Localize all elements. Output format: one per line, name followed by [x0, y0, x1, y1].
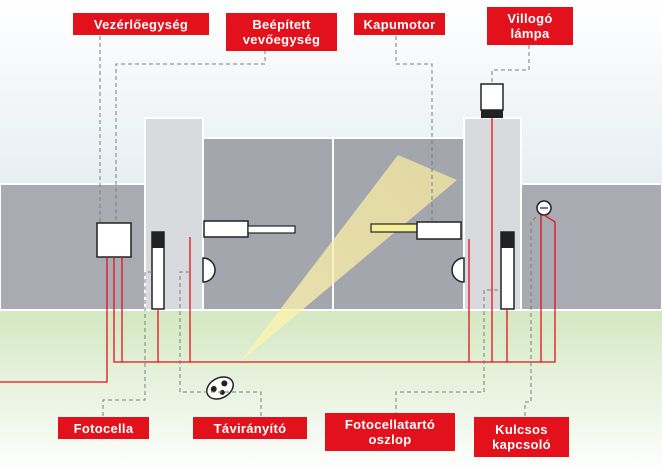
- photocell-icon-left: [202, 257, 216, 283]
- label-control-unit-text: Vezérlőegység: [93, 16, 189, 32]
- control-unit-box-icon: [96, 222, 132, 258]
- label-key-switch: Kulcsos kapcsoló: [474, 417, 569, 457]
- label-gate-motor-text: Kapumotor: [363, 16, 436, 32]
- label-remote: Távirányító: [193, 417, 307, 439]
- gate-motor-icon-right: [370, 221, 462, 240]
- label-gate-motor: Kapumotor: [354, 13, 445, 35]
- label-key-switch-line2: kapcsoló: [492, 437, 551, 452]
- remote-control-icon: [206, 376, 234, 400]
- photocell-icon-right: [451, 257, 465, 283]
- label-remote-text: Távirányító: [213, 420, 287, 436]
- label-flashing-lamp: Villogó lámpa: [487, 7, 573, 45]
- label-photocell-text: Fotocella: [73, 420, 134, 436]
- label-control-unit: Vezérlőegység: [73, 13, 209, 35]
- photocell-post-icon-left: [151, 231, 165, 310]
- key-switch-icon: [536, 200, 552, 216]
- label-receiver-line2: vevőegység: [242, 32, 321, 47]
- label-key-switch-line1: Kulcsos: [495, 422, 548, 437]
- leader-lines: [99, 36, 539, 416]
- label-receiver: Beépített vevőegység: [226, 13, 337, 51]
- photocell-post-icon-right: [500, 231, 515, 310]
- label-flashing-lamp-line2: lámpa: [510, 26, 550, 41]
- remote-signal-beam: [240, 155, 457, 362]
- label-photocell-post: Fotocellatartó oszlop: [325, 413, 455, 451]
- flashing-lamp-icon: [480, 83, 504, 118]
- label-flashing-lamp-line1: Villogó: [507, 11, 553, 26]
- pillar-left: [144, 117, 204, 311]
- label-photocell-post-line1: Fotocellatartó: [344, 417, 436, 432]
- gate-motor-icon-left: [203, 220, 296, 238]
- label-photocell: Fotocella: [58, 417, 149, 439]
- wiring: [0, 118, 556, 383]
- label-photocell-post-line2: oszlop: [368, 432, 412, 447]
- label-receiver-line1: Beépített: [252, 17, 311, 32]
